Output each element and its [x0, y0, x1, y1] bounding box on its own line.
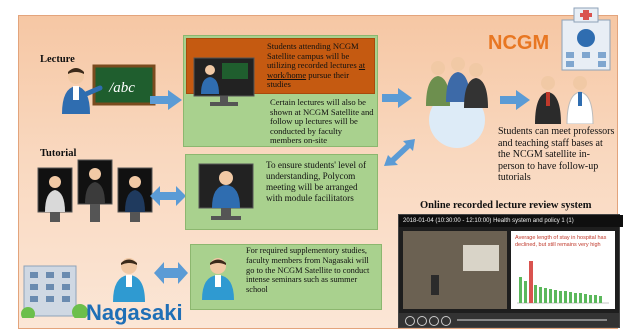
recorded-lectures-text-a: Students attending NCGM Satellite campus…: [267, 41, 359, 71]
nagasaki-building-icon: [21, 265, 88, 318]
tutorial-label: Tutorial: [40, 148, 77, 159]
slide-chart-icon: [517, 261, 609, 304]
video-conference-screens-icon: [37, 159, 153, 222]
player-controls[interactable]: [399, 313, 619, 327]
ncgm-label: NCGM: [488, 32, 550, 54]
rewind-icon[interactable]: [405, 316, 415, 326]
monitor-lecturer-icon: [193, 57, 255, 106]
students-group-icon: [426, 57, 488, 148]
volume-icon[interactable]: [441, 316, 451, 326]
visiting-faculty-icon: [202, 258, 234, 300]
ncgm-note: Students can meet professors and teachin…: [498, 126, 615, 184]
diagonal-double-arrow: [384, 139, 415, 166]
lecture-note: Certain lectures will also be shown at N…: [270, 97, 374, 146]
recorded-lectures-underlined: at work/home: [267, 60, 366, 80]
nagasaki-note: For required supplementory studies, facu…: [246, 246, 370, 295]
ncgm-hospital-icon: [561, 7, 611, 71]
lecturer-icon: /abc: [62, 64, 156, 114]
monitor-facilitator-icon: [198, 163, 254, 220]
review-player[interactable]: 2018-01-04 (10:30:00 - 12:10:00) Health …: [398, 214, 623, 328]
nagasaki-double-arrow: [154, 262, 188, 284]
slide-note: Average length of stay in hospital has d…: [515, 235, 607, 248]
lecture-label: Lecture: [40, 54, 75, 65]
slide-view[interactable]: Average length of stay in hospital has d…: [511, 231, 615, 309]
double-arrow: [150, 186, 186, 206]
review-header: 2018-01-04 (10:30:00 - 12:10:00) Health …: [399, 215, 623, 227]
blackboard-text: /abc: [108, 80, 135, 96]
seek-bar[interactable]: [457, 319, 607, 321]
recorded-lectures-text-b: pursue their studies: [267, 69, 350, 90]
play-icon[interactable]: [417, 316, 427, 326]
arrow-to-students: [382, 88, 412, 108]
classroom-video[interactable]: [403, 231, 507, 309]
review-system-title: Online recorded lecture review system: [420, 200, 592, 211]
arrow-to-professors: [500, 90, 530, 110]
tutorial-note: To ensure students' level of understandi…: [266, 160, 367, 203]
arrow-right: [150, 90, 182, 110]
forward-icon[interactable]: [429, 316, 439, 326]
professors-icon: [535, 76, 594, 124]
nagasaki-faculty-icon: [113, 258, 145, 302]
nagasaki-label: Nagasaki: [86, 300, 183, 325]
